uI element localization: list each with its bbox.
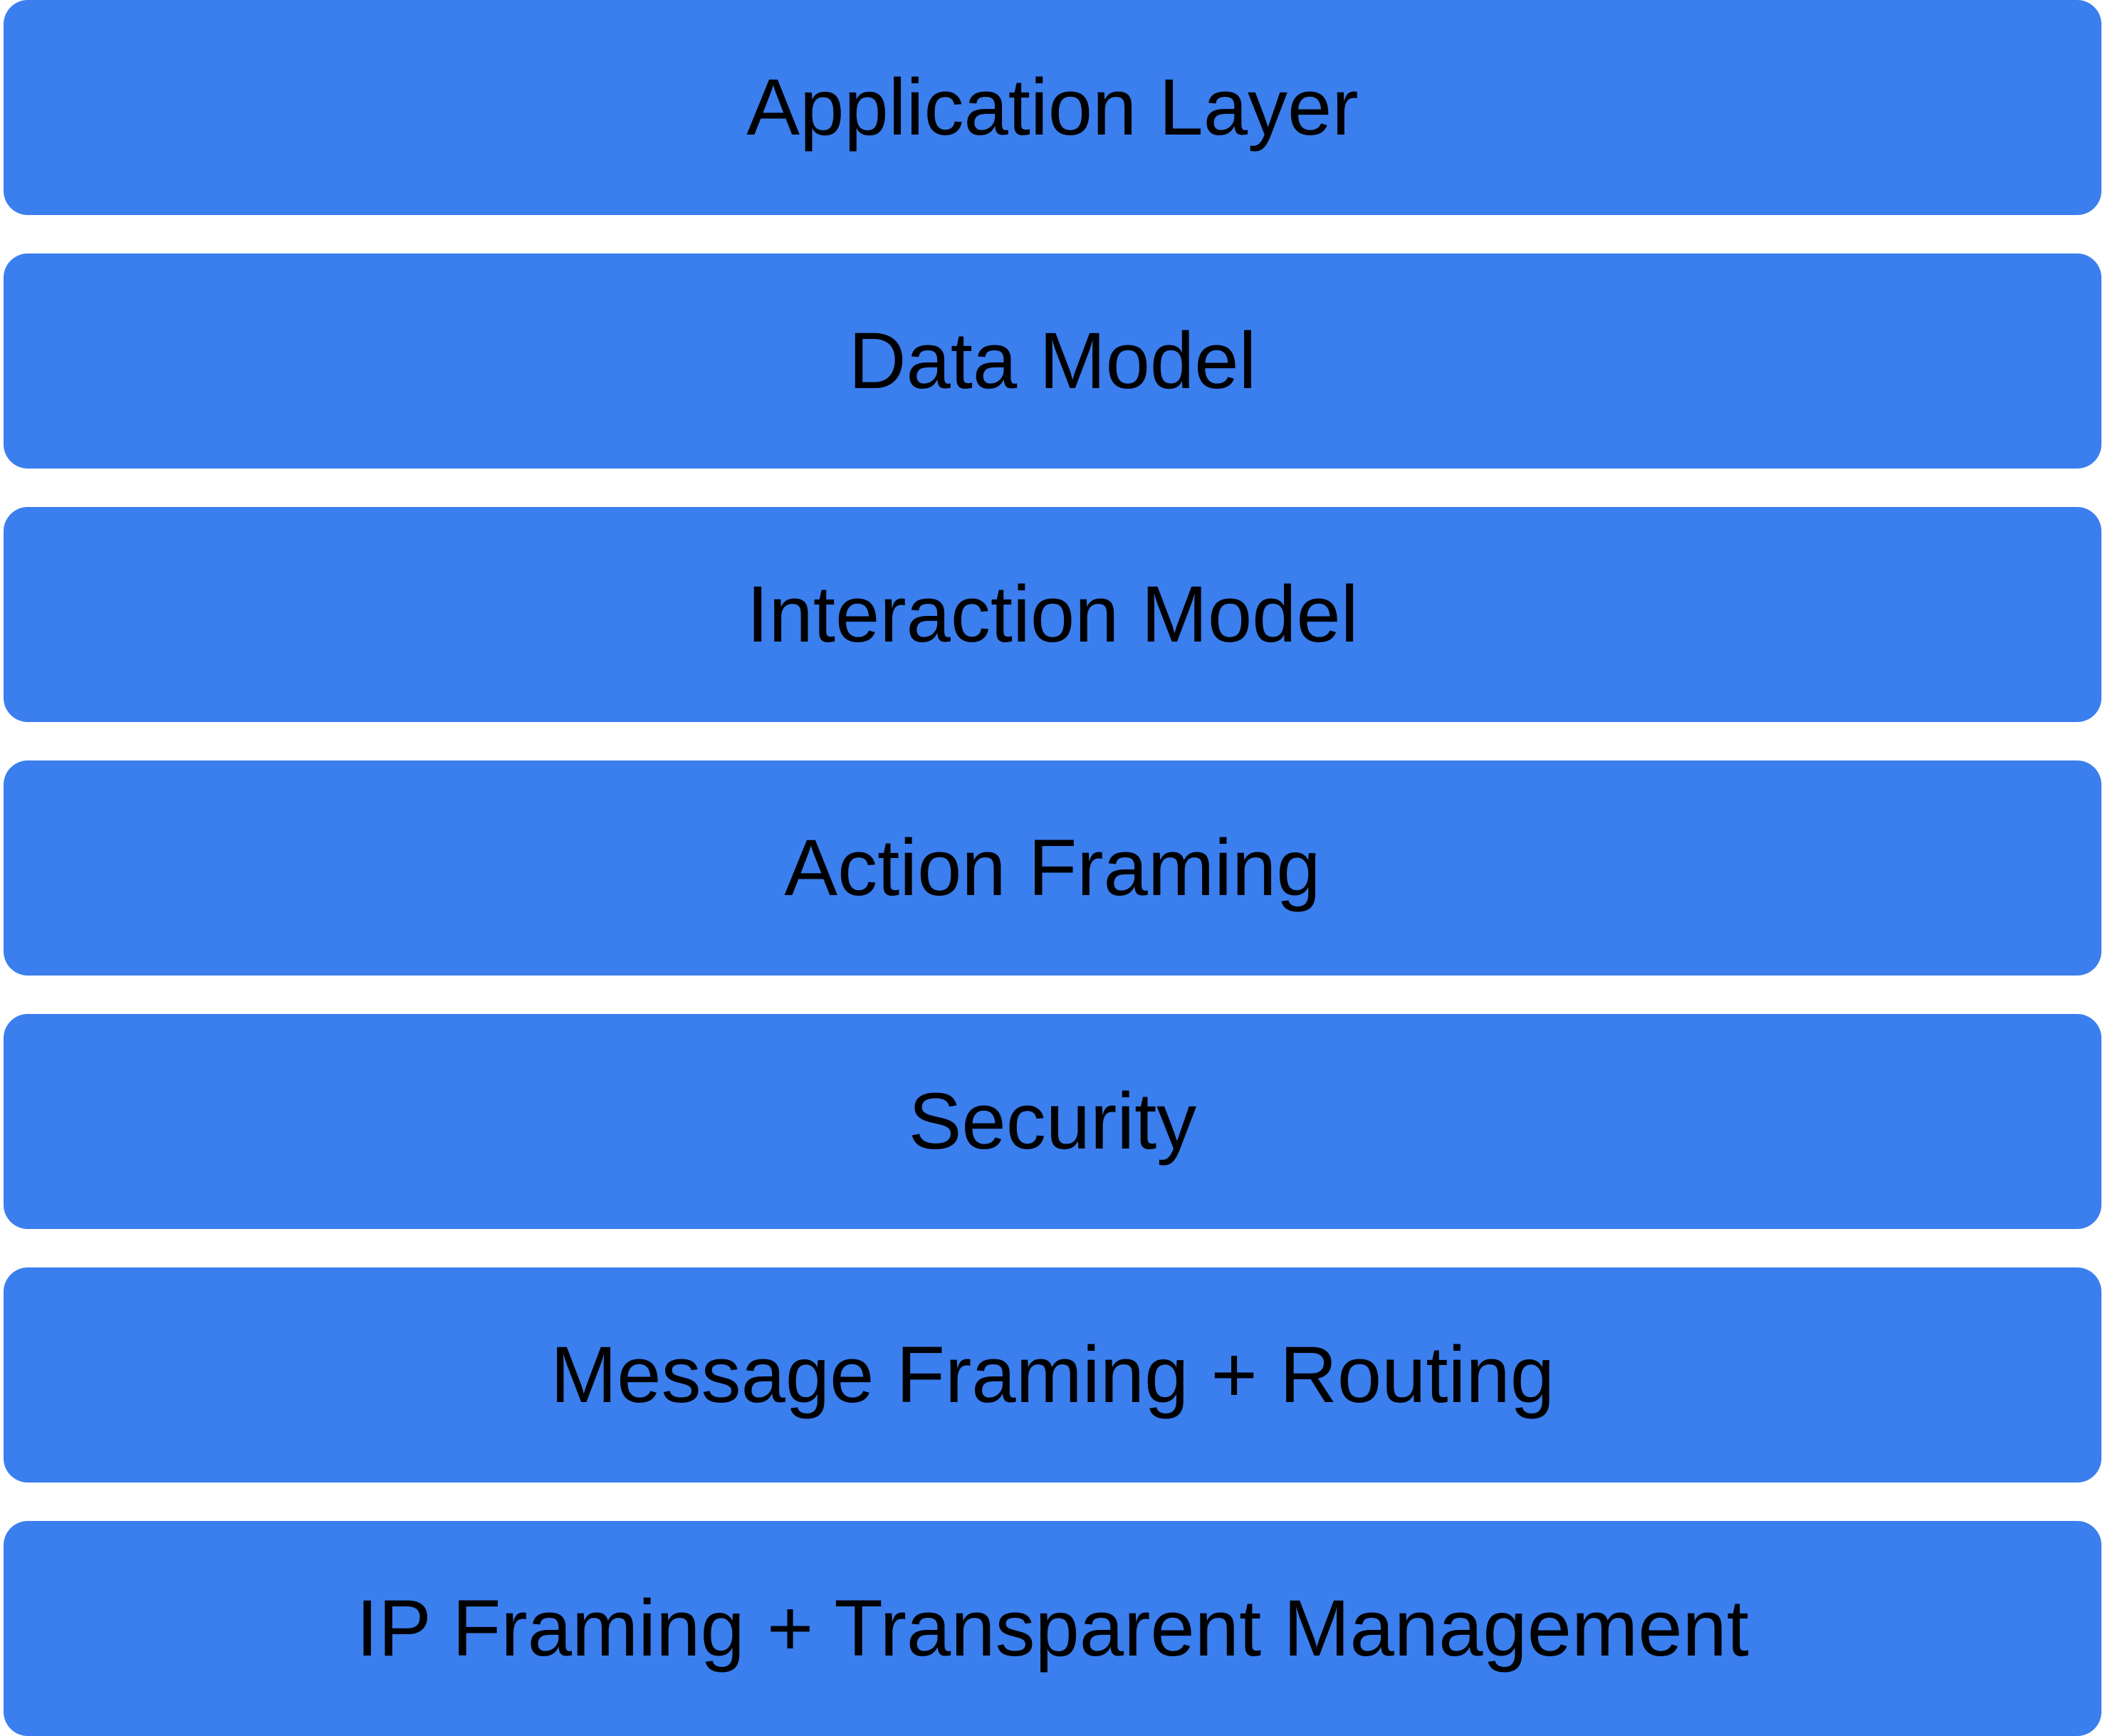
layer-interaction-model: Interaction Model [4, 507, 2101, 722]
layer-security: Security [4, 1014, 2101, 1229]
layer-ip-framing-transparent-management-label: IP Framing + Transparent Management [356, 1584, 1749, 1673]
layer-application-layer-label: Application Layer [746, 63, 1359, 152]
layer-action-framing: Action Framing [4, 760, 2101, 976]
layer-data-model-label: Data Model [848, 316, 1257, 405]
layer-message-framing-routing: Message Framing + Routing [4, 1267, 2101, 1483]
layer-security-label: Security [908, 1077, 1197, 1166]
layer-data-model: Data Model [4, 253, 2101, 469]
layer-action-framing-label: Action Framing [784, 823, 1321, 912]
layer-interaction-model-label: Interaction Model [746, 570, 1359, 659]
layer-message-framing-routing-label: Message Framing + Routing [550, 1330, 1555, 1419]
layer-application-layer: Application Layer [4, 0, 2101, 215]
layer-ip-framing-transparent-management: IP Framing + Transparent Management [4, 1521, 2101, 1736]
